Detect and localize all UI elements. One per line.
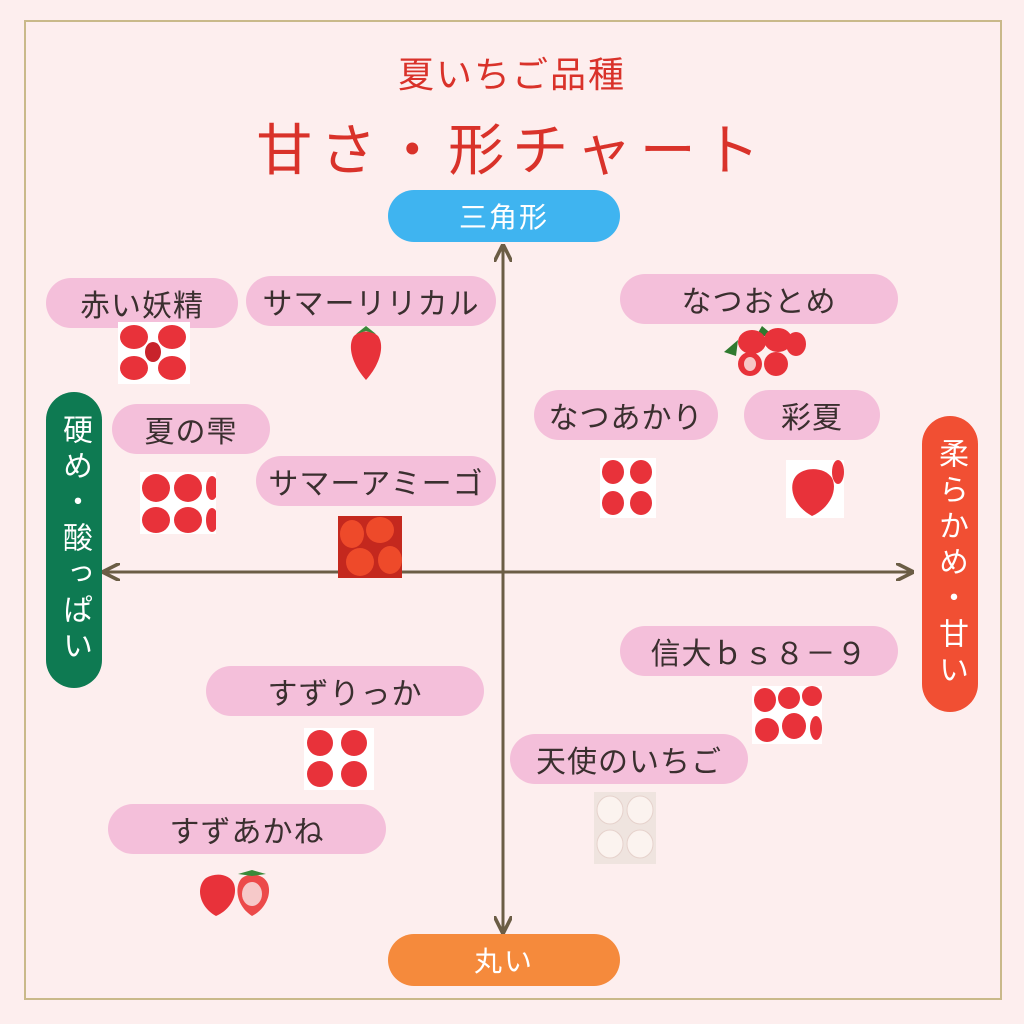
strawberry-photo-natsuakari (600, 458, 656, 518)
chart-frame (24, 20, 1002, 1000)
variety-label-natsuakari: なつあかり (534, 390, 718, 440)
chart-title: 夏いちご品種 (397, 55, 626, 96)
axis-label-bottom: 丸い (388, 934, 620, 986)
strawberry-photo-natsu-no-shizuku (140, 472, 218, 534)
variety-label-shindai-bs8-9: 信大ｂｓ８－９ (620, 626, 898, 676)
strawberry-photo-tenshi-no-ichigo (594, 792, 656, 864)
strawberry-photo-shindai-bs8-9 (752, 686, 822, 744)
variety-label-summer-amigo: サマーアミーゴ (256, 456, 496, 506)
axis-label-right: 柔らかめ・甘い (922, 416, 978, 712)
variety-label-akai-yousei: 赤い妖精 (46, 278, 238, 328)
variety-label-tenshi-no-ichigo: 天使のいちご (510, 734, 748, 784)
strawberry-photo-summer-amigo (338, 516, 402, 578)
strawberry-photo-suzurikka (304, 728, 374, 790)
variety-label-summer-lyrical: サマーリリカル (246, 276, 496, 326)
variety-label-suzuakane: すずあかね (108, 804, 386, 854)
strawberry-photo-saika (786, 460, 844, 518)
strawberry-photo-akai-yousei (118, 322, 190, 384)
chart-subtitle: 甘さ・形チャート (256, 119, 768, 184)
variety-label-natsu-no-shizuku: 夏の雫 (112, 404, 270, 454)
variety-label-saika: 彩夏 (744, 390, 880, 440)
variety-label-natsuotome: なつおとめ (620, 274, 898, 324)
strawberry-photo-suzuakane (194, 870, 274, 918)
variety-label-suzurikka: すずりっか (206, 666, 484, 716)
strawberry-photo-summer-lyrical (346, 322, 386, 382)
axis-label-left: 硬め・酸っぱい (46, 392, 102, 688)
axis-label-top: 三角形 (388, 190, 620, 242)
strawberry-photo-natsuotome (722, 322, 806, 378)
